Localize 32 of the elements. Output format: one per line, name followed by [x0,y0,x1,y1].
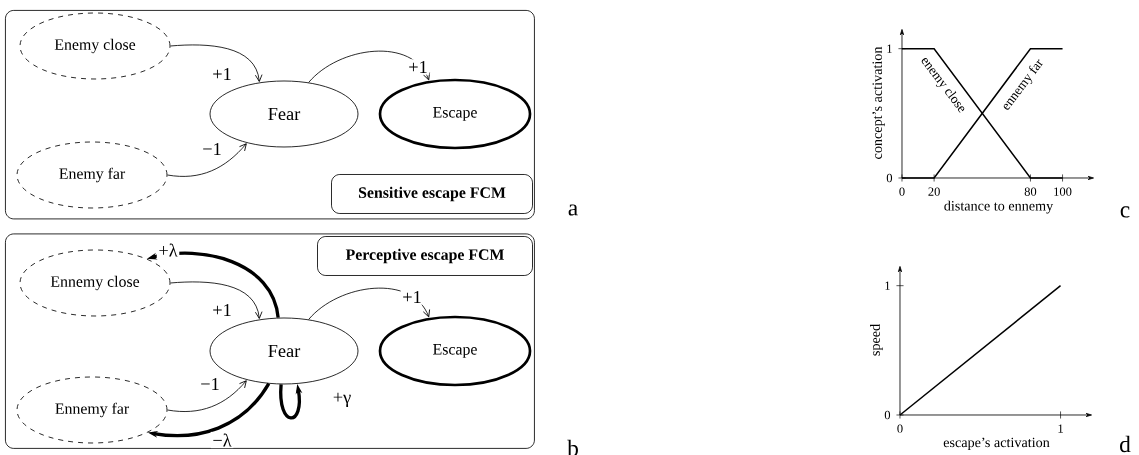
x-axis-title: distance to ennemy [944,200,1054,214]
edge-label: +1 [406,59,430,75]
panel-letter: a [568,204,578,216]
edge-label: −λ [210,431,234,449]
y-tick-label: 0 [884,410,891,420]
arrow [308,50,430,83]
arrow [170,44,263,82]
panel-frame [5,10,535,220]
edge-label: +γ [331,391,353,409]
panel-letter: c [1120,206,1130,218]
edge-label: +1 [400,289,424,305]
edge-label: +λ [156,241,180,259]
y-axis-title: speed [870,324,883,356]
x-axis-title: escape’s activation [943,437,1050,451]
edge-label: +1 [210,66,234,82]
x-tick-label: 20 [928,187,940,196]
title-box: Perceptive escape FCM [317,236,533,276]
y-axis-title: concept’s activation [872,46,885,159]
arrow [167,380,247,412]
y-tick-label: 1 [887,44,892,53]
title-box: Sensitive escape FCM [331,174,533,214]
y-tick-label: 0 [886,173,893,183]
arrow [308,287,430,320]
arrow [170,281,263,319]
edge-label: +1 [210,302,234,318]
y-tick-label: 1 [885,281,890,290]
panel-frame [5,233,535,449]
panel-letter: d [1120,435,1131,453]
arrow [167,143,247,177]
x-tick-label: 80 [1024,187,1037,196]
x-tick-label: 100 [1054,187,1072,196]
x-tick-label: 0 [899,187,905,196]
